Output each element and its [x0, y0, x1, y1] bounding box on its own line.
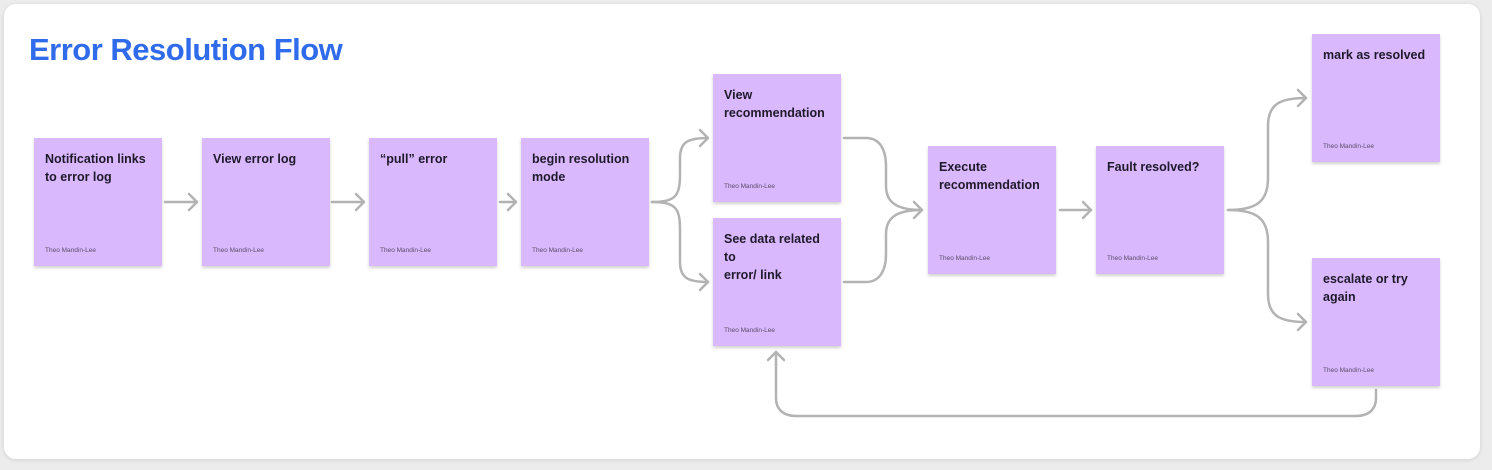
note-text: “pull” error — [380, 152, 448, 166]
note-text: begin resolution mode — [532, 152, 630, 184]
connector-begin-resolution-to-see-data[interactable] — [650, 200, 710, 292]
connector-escalate-to-see-data[interactable] — [766, 350, 1378, 418]
connector-view-recommendation-to-execute[interactable] — [842, 136, 924, 212]
connector-see-data-to-execute[interactable] — [842, 200, 924, 284]
note-text: View error log — [213, 152, 297, 166]
note-text: View recommendation — [724, 88, 825, 120]
connector-notification-to-view-log[interactable] — [163, 192, 199, 212]
sticky-note-view-error-log[interactable]: View error log Theo Mandin-Lee — [202, 138, 330, 266]
sticky-note-escalate[interactable]: escalate or try again Theo Mandin-Lee — [1312, 258, 1440, 386]
note-text: mark as resolved — [1323, 48, 1426, 62]
note-text: Fault resolved? — [1107, 160, 1200, 174]
sticky-note-view-recommendation[interactable]: View recommendation Theo Mandin-Lee — [713, 74, 841, 202]
note-author: Theo Mandin-Lee — [1323, 143, 1374, 150]
note-author: Theo Mandin-Lee — [213, 247, 264, 254]
note-text: Notification links to error log — [45, 152, 146, 184]
sticky-note-pull-error[interactable]: “pull” error Theo Mandin-Lee — [369, 138, 497, 266]
note-author: Theo Mandin-Lee — [724, 327, 775, 334]
connector-begin-resolution-to-view-recommendation[interactable] — [650, 128, 710, 204]
note-author: Theo Mandin-Lee — [1323, 367, 1374, 374]
connector-view-log-to-pull-error[interactable] — [330, 192, 366, 212]
note-text: Execute recommendation — [939, 160, 1040, 192]
connector-fault-resolved-to-mark-resolved[interactable] — [1226, 88, 1308, 212]
note-author: Theo Mandin-Lee — [939, 255, 990, 262]
note-author: Theo Mandin-Lee — [724, 183, 775, 190]
note-author: Theo Mandin-Lee — [532, 247, 583, 254]
sticky-note-see-data[interactable]: See data related to error/ link Theo Man… — [713, 218, 841, 346]
sticky-note-fault-resolved[interactable]: Fault resolved? Theo Mandin-Lee — [1096, 146, 1224, 274]
board-title: Error Resolution Flow — [29, 32, 343, 67]
connector-fault-resolved-to-escalate[interactable] — [1226, 208, 1308, 332]
sticky-note-notification-links[interactable]: Notification links to error log Theo Man… — [34, 138, 162, 266]
note-author: Theo Mandin-Lee — [380, 247, 431, 254]
note-author: Theo Mandin-Lee — [45, 247, 96, 254]
note-author: Theo Mandin-Lee — [1107, 255, 1158, 262]
sticky-note-begin-resolution[interactable]: begin resolution mode Theo Mandin-Lee — [521, 138, 649, 266]
sticky-note-mark-resolved[interactable]: mark as resolved Theo Mandin-Lee — [1312, 34, 1440, 162]
sticky-note-execute-recommendation[interactable]: Execute recommendation Theo Mandin-Lee — [928, 146, 1056, 274]
note-text: escalate or try again — [1323, 272, 1408, 304]
connector-execute-to-fault-resolved[interactable] — [1058, 200, 1093, 220]
note-text: See data related to error/ link — [724, 232, 820, 282]
connector-pull-error-to-begin-resolution[interactable] — [498, 192, 518, 212]
